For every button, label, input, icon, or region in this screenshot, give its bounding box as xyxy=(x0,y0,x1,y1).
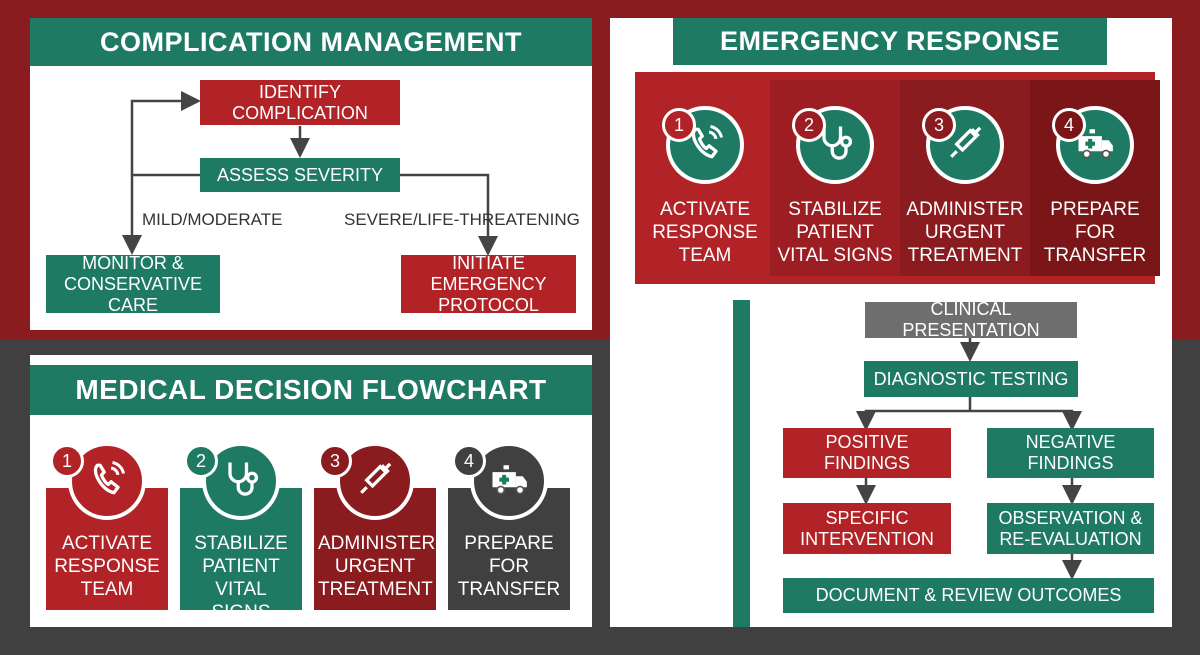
document-outcomes-box: DOCUMENT & REVIEW OUTCOMES xyxy=(783,578,1154,613)
initiate-protocol-box: INITIATE EMERGENCY PROTOCOL xyxy=(401,253,576,315)
syringe-icon xyxy=(943,121,987,170)
emergency-step-number: 1 xyxy=(662,108,696,142)
emergency-step-label: ADMINISTER URGENT TREATMENT xyxy=(906,199,1024,266)
negative-findings-box: NEGATIVE FINDINGS xyxy=(987,428,1154,478)
emergency-step-label: STABILIZE PATIENT VITAL SIGNS xyxy=(777,199,893,266)
emergency-step-label: PREPARE FOR TRANSFER xyxy=(1043,199,1147,266)
decision-step-number: 1 xyxy=(50,444,84,478)
decision-step-number: 2 xyxy=(184,444,218,478)
decision-step-number: 4 xyxy=(452,444,486,478)
identify-complication-box: IDENTIFY COMPLICATION xyxy=(200,80,400,125)
diagnostic-testing-box: DIAGNOSTIC TESTING xyxy=(864,361,1078,397)
decision-step-number: 3 xyxy=(318,444,352,478)
decision-step-label: ACTIVATE RESPONSE TEAM xyxy=(54,533,160,600)
side-accent-bar xyxy=(733,300,750,627)
ambulance-icon xyxy=(487,457,531,506)
syringe-icon xyxy=(353,457,397,506)
emergency-step-number: 3 xyxy=(922,108,956,142)
stethoscope-icon xyxy=(219,457,263,506)
decision-step-label: ADMINISTER URGENT TREATMENT xyxy=(318,533,436,600)
positive-findings-box: POSITIVE FINDINGS xyxy=(783,428,951,478)
severe-label: SEVERE/LIFE-THREATENING xyxy=(344,210,580,229)
decision-icon-circle xyxy=(470,442,548,520)
phone-icon xyxy=(683,121,727,170)
emergency-icon-circle xyxy=(926,106,1004,184)
emergency-icon-circle xyxy=(1056,106,1134,184)
emergency-step-number: 4 xyxy=(1052,108,1086,142)
decision-step-label: PREPARE FOR TRANSFER xyxy=(457,533,561,600)
stethoscope-icon xyxy=(813,121,857,170)
assess-severity-box: ASSESS SEVERITY xyxy=(200,158,400,192)
decision-title: MEDICAL DECISION FLOWCHART xyxy=(30,365,592,415)
emergency-step-number: 2 xyxy=(792,108,826,142)
mild-moderate-label: MILD/MODERATE xyxy=(142,210,283,229)
clinical-presentation-box: CLINICAL PRESENTATION xyxy=(865,299,1077,340)
emergency-step-label: ACTIVATE RESPONSE TEAM xyxy=(652,199,758,266)
decision-step-label: STABILIZE PATIENT VITAL SIGNS xyxy=(194,533,288,623)
specific-intervention-box: SPECIFIC INTERVENTION xyxy=(783,503,951,554)
monitor-care-box: MONITOR & CONSERVATIVE CARE xyxy=(46,253,220,315)
ambulance-icon xyxy=(1073,121,1117,170)
phone-icon xyxy=(85,457,129,506)
observation-box: OBSERVATION & RE-EVALUATION xyxy=(987,503,1154,554)
